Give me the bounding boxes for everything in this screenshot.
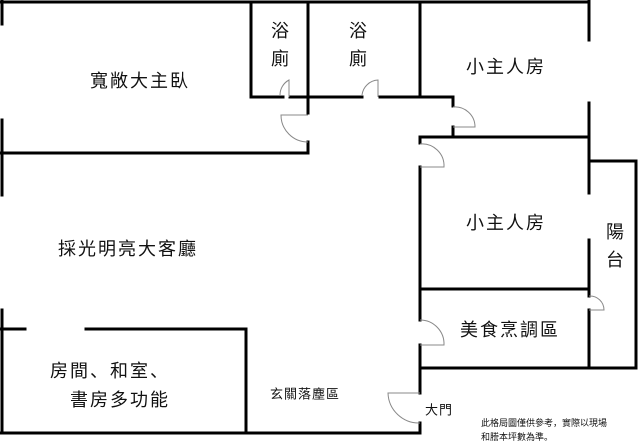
disclaimer-line2: 和謄本坪數為準。 xyxy=(481,433,554,443)
room-master-bedroom: 寬敞大主臥 xyxy=(90,71,190,92)
room-bedroom-1: 小主人房 xyxy=(466,57,546,78)
door-bathroom-2 xyxy=(361,79,379,97)
disclaimer-line1: 此格局圖僅供參考，實際以現場 xyxy=(481,419,608,429)
room-bedroom-2: 小主人房 xyxy=(466,213,546,234)
room-bathroom-1: 浴廁 xyxy=(268,21,289,77)
room-bathroom-2: 浴廁 xyxy=(346,21,367,77)
door-bedroom-1 xyxy=(452,106,476,128)
main-door-label: 大門 xyxy=(424,403,454,419)
room-multi-purpose-line1: 房間、和室、 xyxy=(50,361,170,382)
room-living-room: 採光明亮大客廳 xyxy=(58,239,198,260)
door-master-bedroom xyxy=(280,114,309,143)
door-balcony xyxy=(588,295,605,311)
main-door-swing xyxy=(387,392,421,424)
door-bedroom-2 xyxy=(419,143,445,168)
door-kitchen xyxy=(419,319,445,346)
room-foyer: 玄關落塵區 xyxy=(269,387,341,403)
disclaimer-note: 此格局圖僅供參考，實際以現場 和謄本坪數為準。 xyxy=(481,417,607,445)
room-kitchen: 美食烹調區 xyxy=(460,320,560,341)
room-multi-purpose-line2: 書房多功能 xyxy=(70,390,170,411)
door-bathroom-1 xyxy=(279,79,290,97)
room-balcony: 陽台 xyxy=(603,222,624,278)
